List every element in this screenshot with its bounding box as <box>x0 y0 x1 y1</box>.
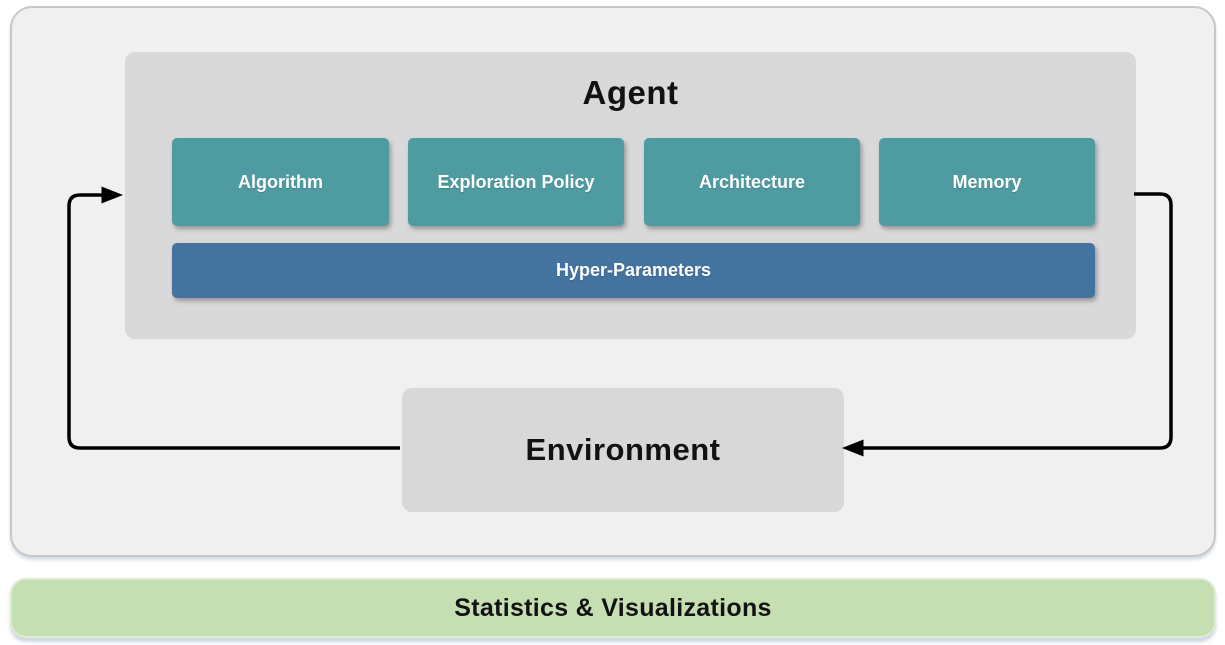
hyper-parameters-bar: Hyper-Parameters <box>172 243 1095 298</box>
statistics-visualizations-bar: Statistics & Visualizations <box>10 578 1216 638</box>
component-algorithm: Algorithm <box>172 138 389 226</box>
component-architecture: Architecture <box>644 138 860 226</box>
component-exploration-policy: Exploration Policy <box>408 138 624 226</box>
rl-loop-panel: Agent Algorithm Exploration Policy Archi… <box>10 6 1216 557</box>
agent-box: Agent Algorithm Exploration Policy Archi… <box>125 52 1136 339</box>
component-memory: Memory <box>879 138 1095 226</box>
environment-box: Environment <box>402 388 844 512</box>
agent-title: Agent <box>582 74 679 111</box>
